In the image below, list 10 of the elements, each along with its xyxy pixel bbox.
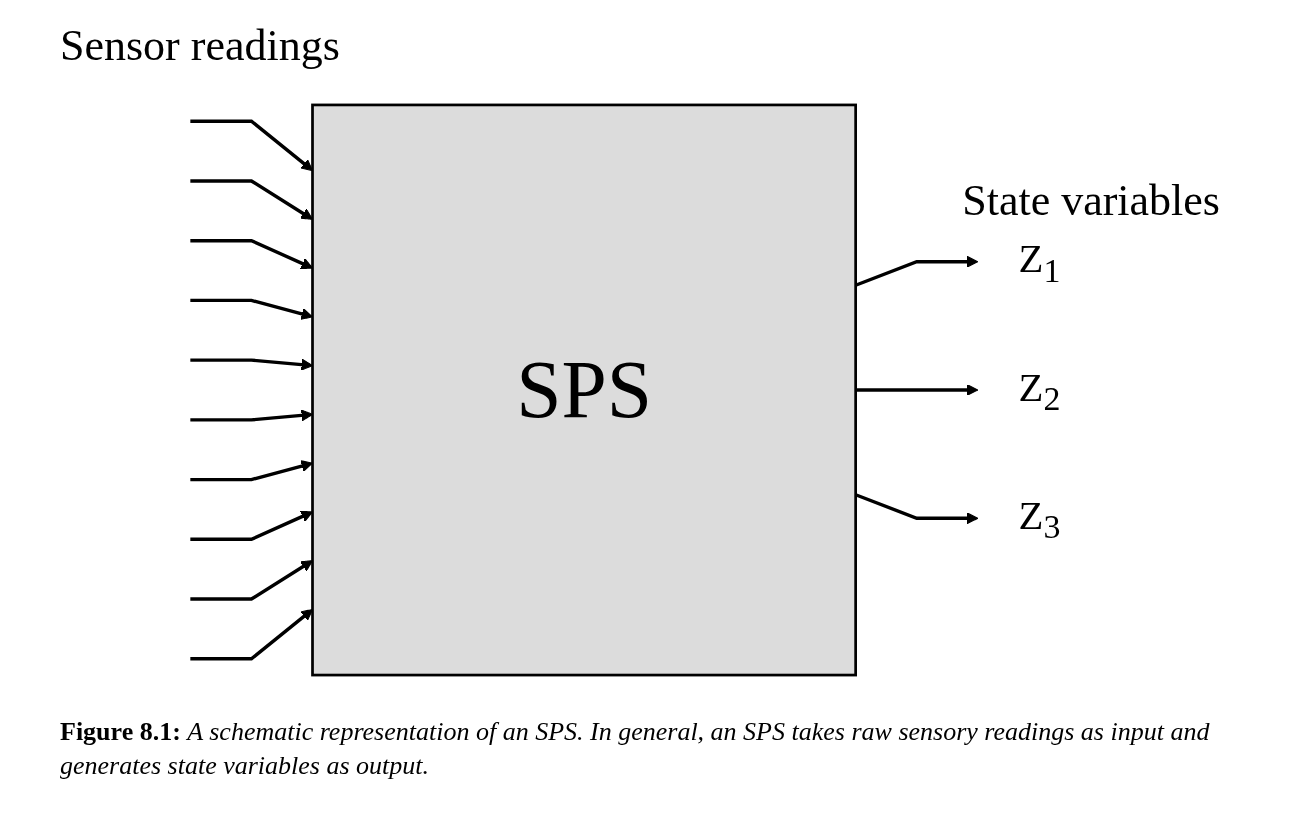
node-text: Z$_{3}$ <box>1018 492 1061 546</box>
input-heading: Sensor readings <box>60 20 340 71</box>
arrow <box>855 493 979 525</box>
figure-caption: Figure 8.1: A schematic representation of an SPS. In general, an SPS takes raw sensory readings as input and generates state variables as output. <box>60 716 1211 782</box>
node-box <box>311 103 857 677</box>
node-text: Z$_{2}$ <box>1018 363 1061 417</box>
node-text: Z$_{1}$ <box>1018 235 1061 289</box>
arrow <box>855 384 979 396</box>
output-heading: State variables <box>962 175 1220 226</box>
arrow <box>855 255 979 287</box>
